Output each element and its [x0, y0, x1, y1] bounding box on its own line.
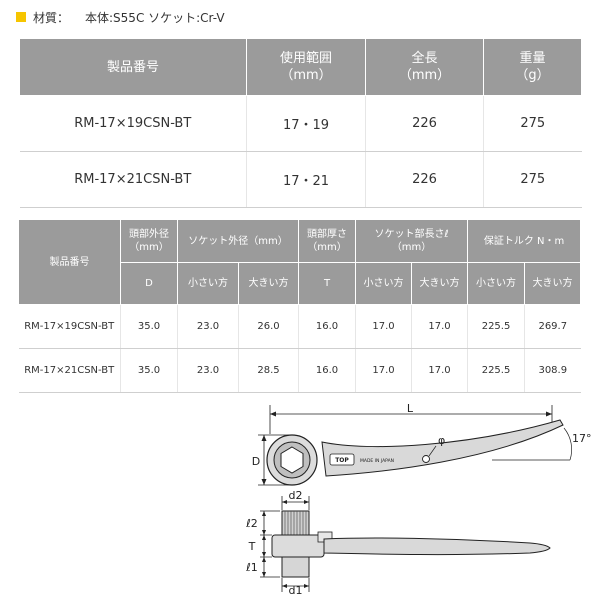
- subheader-small: 小さい方: [355, 262, 413, 305]
- label-l2: ℓ2: [245, 517, 258, 530]
- label-d2: d2: [289, 489, 303, 502]
- socket-hex-hole: [280, 446, 304, 474]
- subheader-large: 大きい方: [237, 262, 300, 305]
- cell-product-number: RM-17×21CSN-BT: [19, 151, 247, 208]
- wrench-side-view: d2 ℓ2 T ℓ1: [245, 489, 551, 594]
- cell-socket-length-large: 17.0: [411, 348, 468, 393]
- cell-socket-length-large: 17.0: [411, 304, 468, 349]
- label-phi: φ: [438, 434, 445, 447]
- header-head-thickness: 頭部厚さ（mm）: [298, 219, 357, 263]
- spec-table-basic: 製品番号 使用範囲（mm） 全長（mm） 重量（g） RM-17×19CSN-B…: [19, 38, 582, 208]
- ratchet-wrench-dimension-diagram: L D TOP MADE IN JAPAN φ 17° d2: [245, 402, 592, 594]
- table-row: RM-17×19CSN-BT 17・19 226 275: [19, 95, 582, 152]
- cell-total-length: 226: [365, 95, 484, 152]
- cell-head-od: 35.0: [120, 304, 178, 349]
- label-L: L: [407, 402, 414, 415]
- lower-socket: [281, 556, 310, 578]
- wrench-shank-side: [323, 537, 551, 556]
- cell-torque-large: 308.9: [524, 348, 581, 393]
- made-in-japan-engraving: MADE IN JAPAN: [360, 458, 394, 464]
- table-header-row: 製品番号 頭部外径（mm） ソケット外径（mm） 頭部厚さ（mm） ソケット部長…: [18, 219, 582, 305]
- label-d1: d1: [289, 584, 303, 594]
- cell-torque-small: 225.5: [467, 348, 525, 393]
- cell-weight: 275: [483, 95, 582, 152]
- material-text: 本体:S55C ソケット:Cr-V: [85, 10, 225, 25]
- label-l1: ℓ1: [245, 561, 258, 574]
- cell-product-number: RM-17×21CSN-BT: [18, 348, 121, 393]
- header-product-number: 製品番号: [19, 38, 247, 96]
- cell-product-number: RM-17×19CSN-BT: [18, 304, 121, 349]
- table-row: RM-17×19CSN-BT 35.0 23.0 26.0 16.0 17.0 …: [18, 304, 581, 349]
- head-body-side: [271, 534, 325, 558]
- cell-usage-range: 17・21: [246, 151, 366, 208]
- subheader-small: 小さい方: [177, 262, 239, 305]
- cell-socket-length-small: 17.0: [355, 348, 412, 393]
- subheader-T: T: [298, 262, 357, 305]
- angle-arc: [563, 427, 572, 461]
- cell-socket-od-small: 23.0: [177, 348, 239, 393]
- hole-phi: [422, 455, 430, 463]
- table-header-row: 製品番号 使用範囲（mm） 全長（mm） 重量（g）: [19, 38, 582, 96]
- subheader-D: D: [120, 262, 178, 305]
- yellow-square-bullet-icon: [16, 12, 26, 22]
- cell-socket-length-small: 17.0: [355, 304, 412, 349]
- cell-socket-od-large: 28.5: [237, 348, 299, 393]
- upper-socket: [281, 510, 310, 536]
- material-line: 材質： 本体:S55C ソケット:Cr-V: [16, 8, 225, 26]
- material-label: 材質：: [33, 10, 70, 25]
- header-head-outer-diameter: 頭部外径（mm）: [120, 219, 178, 263]
- header-total-length: 全長（mm）: [365, 38, 484, 96]
- subheader-large: 大きい方: [524, 262, 582, 305]
- cell-product-number: RM-17×19CSN-BT: [19, 95, 247, 152]
- subheader-large: 大きい方: [411, 262, 469, 305]
- table-subheader-row: D 小さい方 大きい方 T 小さい方 大きい方 小さい方 大きい方: [19, 262, 582, 305]
- header-weight: 重量（g）: [483, 38, 582, 96]
- table-row: RM-17×21CSN-BT 35.0 23.0 28.5 16.0 17.0 …: [18, 348, 581, 393]
- spec-table-detailed: 製品番号 頭部外径（mm） ソケット外径（mm） 頭部厚さ（mm） ソケット部長…: [18, 219, 582, 393]
- cell-torque-large: 269.7: [524, 304, 581, 349]
- header-usage-range: 使用範囲（mm）: [246, 38, 366, 96]
- subheader-small: 小さい方: [467, 262, 526, 305]
- cell-total-length: 226: [365, 151, 484, 208]
- wrench-shank: [321, 419, 564, 477]
- cell-head-thickness: 16.0: [298, 348, 356, 393]
- label-angle: 17°: [572, 432, 592, 445]
- wrench-top-view: L D TOP MADE IN JAPAN φ 17°: [252, 402, 592, 486]
- cell-head-thickness: 16.0: [298, 304, 356, 349]
- brand-logo: TOP: [335, 457, 349, 464]
- brand-plate: [329, 453, 355, 466]
- header-guaranteed-torque: 保証トルク N・m: [467, 219, 582, 263]
- table-row: RM-17×21CSN-BT 17・21 226 275: [19, 151, 582, 208]
- cell-socket-od-small: 23.0: [177, 304, 239, 349]
- cell-head-od: 35.0: [120, 348, 178, 393]
- header-socket-length: ソケット部長さℓ（mm）: [355, 219, 469, 263]
- header-product-number: 製品番号: [18, 219, 121, 305]
- label-D: D: [252, 455, 260, 468]
- label-T: T: [248, 540, 256, 553]
- cell-torque-small: 225.5: [467, 304, 525, 349]
- header-socket-outer-diameter: ソケット外径（mm）: [176, 219, 300, 263]
- cell-socket-od-large: 26.0: [237, 304, 299, 349]
- cell-weight: 275: [483, 151, 582, 208]
- cell-usage-range: 17・19: [246, 95, 366, 152]
